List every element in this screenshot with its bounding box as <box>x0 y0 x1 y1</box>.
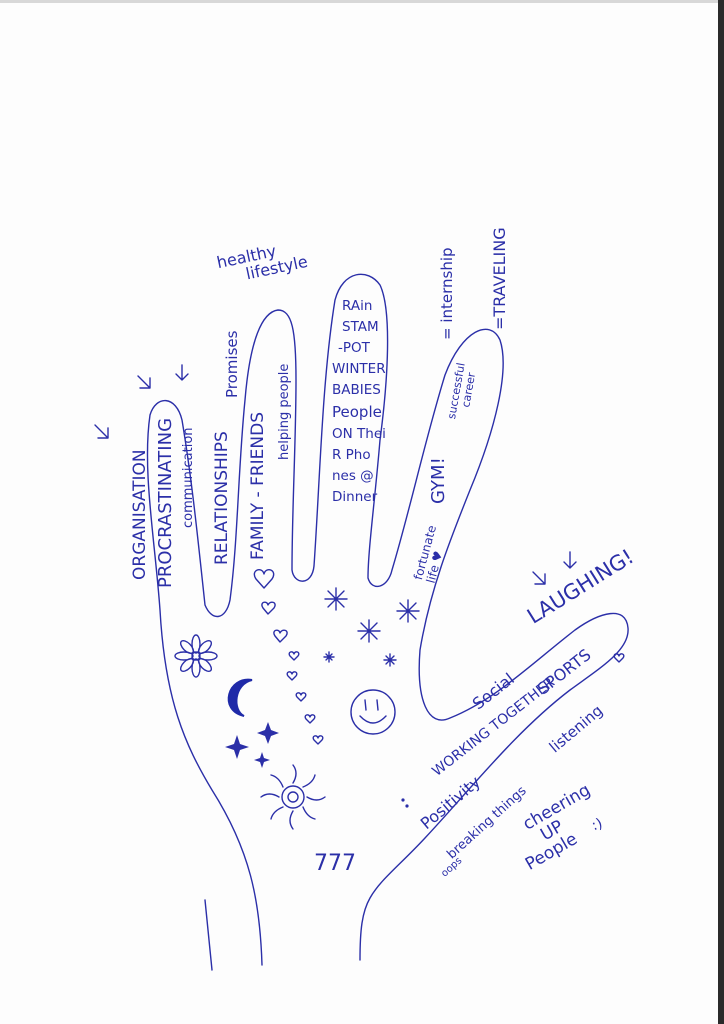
hand-outline <box>146 273 629 966</box>
helping-people-label: helping people <box>277 363 292 460</box>
stam-word: STAM <box>342 318 379 335</box>
people-word: People <box>332 402 382 421</box>
promises-label: Promises <box>223 330 241 398</box>
sparkle-icon <box>225 735 249 759</box>
nes-at-word: nes @ <box>332 467 374 484</box>
star-icon <box>323 651 335 663</box>
relationships-label: RELATIONSHIPS <box>212 431 232 565</box>
sparkle-icon <box>254 752 270 768</box>
arrow-icon <box>563 551 577 569</box>
dots-decoration <box>401 798 409 808</box>
middle-finger-words: RAin STAM -POT WINTER BABIES People ON T… <box>332 296 386 508</box>
on-their-word: ON Thei <box>332 425 386 442</box>
heart-icon <box>288 651 300 661</box>
heart-icon <box>253 569 275 589</box>
dinner-word: Dinner <box>332 488 378 505</box>
heart-icon <box>286 671 298 681</box>
scan-top-edge <box>0 0 724 3</box>
arrow-icon <box>175 364 189 381</box>
star-icon <box>357 619 381 643</box>
moon-icon <box>227 678 253 717</box>
internship-label: = internship <box>438 247 456 340</box>
procrastinating-label: PROCRASTINATING <box>155 417 176 588</box>
pot-word: -POT <box>338 339 370 356</box>
communication-label: communication <box>181 427 196 528</box>
flower-icon <box>174 634 218 678</box>
traveling-label: =TRAVELING <box>490 227 509 330</box>
scan-right-edge <box>718 0 724 1024</box>
star-icon <box>324 587 348 611</box>
star-icon <box>383 653 397 667</box>
heart-icon <box>613 653 625 663</box>
star-icon <box>396 599 420 623</box>
wrist-crease <box>204 899 213 971</box>
arrow-icon <box>137 375 151 389</box>
r-phones-word: R Pho <box>332 446 371 463</box>
sparkle-icon <box>257 722 279 744</box>
arrow-icon <box>94 424 109 439</box>
sun-icon <box>260 764 326 830</box>
arrow-icon <box>532 571 546 585</box>
lucky-number-label: 777 <box>314 851 356 876</box>
babies-word: BABIES <box>332 381 381 398</box>
family-friends-label: FAMILY - FRIENDS <box>248 411 268 560</box>
rain-word: RAin <box>342 298 373 314</box>
smiley-icon <box>350 689 396 735</box>
heart-icon <box>312 735 324 745</box>
heart-icon <box>295 692 307 702</box>
gym-label: GYM! <box>428 457 449 504</box>
organisation-label: ORGANISATION <box>130 449 150 580</box>
winter-word: WINTER <box>332 360 386 377</box>
heart-icon <box>261 601 276 615</box>
heart-icon <box>273 629 288 643</box>
heart-icon <box>304 714 316 724</box>
